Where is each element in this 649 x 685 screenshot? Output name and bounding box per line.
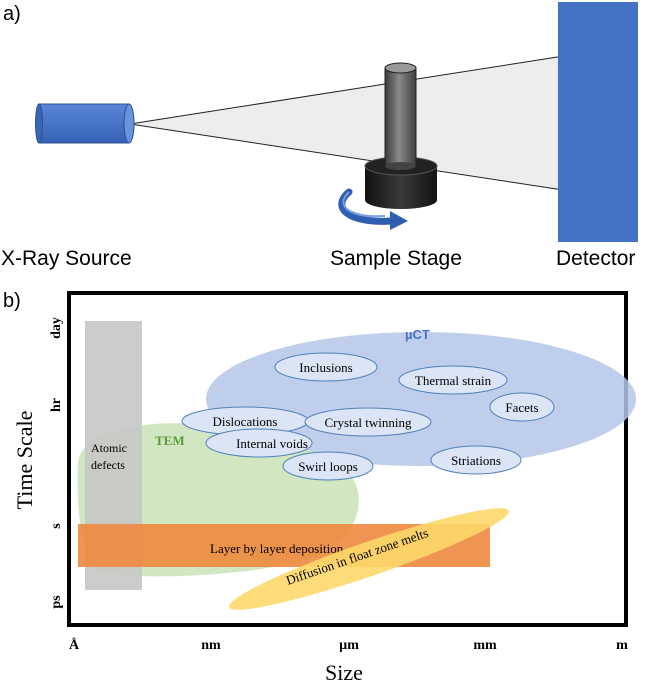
detector-label: Detector <box>556 247 635 270</box>
x-tick-m: m <box>616 638 628 653</box>
y-tick-hr: hr <box>49 398 64 412</box>
x-axis-label: Size <box>325 660 363 685</box>
panel-b-label: b) <box>3 290 21 312</box>
inclusions-ellipse <box>274 352 378 382</box>
panel-b: b) µCT TEM Atomic defects Layer by layer… <box>3 290 636 685</box>
stage-label: Sample Stage <box>330 247 462 270</box>
x-tick-angstrom: Å <box>69 637 80 653</box>
facets-ellipse <box>489 392 555 422</box>
xray-beam <box>129 52 584 194</box>
tem-label: TEM <box>155 433 185 448</box>
diffusion-band <box>228 508 510 610</box>
panel-a: a) X-Ray Source Sample Stage Detector <box>1 2 638 270</box>
internal-voids-ellipse <box>205 428 313 458</box>
striations-label: Striations <box>451 453 501 468</box>
source-label: X-Ray Source <box>1 247 132 270</box>
swirl-loops-ellipse <box>282 451 374 481</box>
x-tick-nm: nm <box>201 638 221 653</box>
y-tick-ps: ps <box>49 595 64 609</box>
thermal-strain-ellipse <box>398 365 508 395</box>
facets-label: Facets <box>505 400 538 415</box>
panel-a-label: a) <box>3 3 21 25</box>
atomic-defects-label-line2: defects <box>91 458 125 472</box>
striations-ellipse <box>430 445 522 475</box>
crystal-twinning-label: Crystal twinning <box>324 415 412 430</box>
y-axis-label: Time Scale <box>12 411 37 510</box>
xray-source-icon <box>35 103 135 144</box>
inclusions-label: Inclusions <box>299 360 352 375</box>
rotation-arrow-icon <box>338 188 408 230</box>
uct-label: µCT <box>405 327 430 342</box>
internal-voids-label: Internal voids <box>236 436 308 451</box>
dislocations-label: Dislocations <box>213 414 278 429</box>
crystal-twinning-ellipse <box>304 407 432 437</box>
atomic-defects-label-line1: Atomic <box>91 441 127 455</box>
detector-plate <box>558 2 638 242</box>
y-tick-s: s <box>49 523 64 529</box>
x-tick-um: µm <box>339 638 359 653</box>
sample-stage-icon <box>364 62 438 209</box>
thermal-strain-label: Thermal strain <box>415 373 492 388</box>
layer-deposition-label: Layer by layer deposition <box>210 541 344 556</box>
y-tick-day: day <box>49 317 64 339</box>
swirl-loops-label: Swirl loops <box>298 459 358 474</box>
x-tick-mm: mm <box>473 638 497 653</box>
